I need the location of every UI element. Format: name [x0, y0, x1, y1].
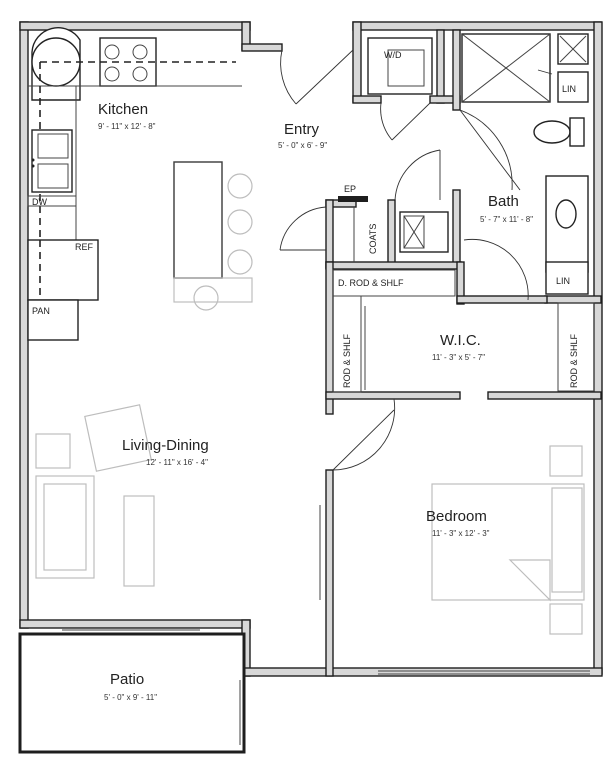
lin-bottom-label: LIN — [556, 276, 570, 286]
rod-shlf-left-label: ROD & SHLF — [342, 333, 352, 388]
living-dims: 12' - 11" x 16' - 4" — [146, 458, 208, 467]
exterior-walls — [19, 21, 603, 677]
wic-name: W.I.C. — [440, 332, 481, 349]
pan-label: PAN — [32, 306, 50, 316]
wic-shelving — [332, 269, 595, 393]
room-labels: Kitchen 9' - 11" x 12' - 8" Entry 5' - 0… — [98, 101, 533, 702]
bath-dims: 5' - 7" x 11' - 8" — [480, 215, 533, 224]
living-furniture — [35, 404, 155, 587]
wic-dims: 11' - 3" x 5' - 7" — [432, 353, 485, 362]
coats-label: COATS — [368, 224, 378, 254]
bedroom-name: Bedroom — [426, 508, 487, 525]
kitchen-dims: 9' - 11" x 12' - 8" — [98, 122, 156, 131]
bedroom-dims: 11' - 3" x 12' - 3" — [432, 529, 490, 538]
patio — [18, 629, 246, 754]
ep-label: EP — [344, 184, 356, 194]
d-rod-shlf-label: D. ROD & SHLF — [338, 278, 404, 288]
kitchen-area — [27, 27, 253, 341]
rod-shlf-right-label: ROD & SHLF — [569, 333, 579, 388]
interior-walls — [325, 29, 602, 677]
patio-dims: 5' - 0" x 9' - 11" — [104, 693, 157, 702]
entry-dims: 5' - 0" x 6' - 9" — [278, 141, 327, 150]
living-name: Living-Dining — [122, 437, 209, 454]
patio-name: Patio — [110, 671, 144, 688]
bath-name: Bath — [488, 193, 519, 210]
fixture-labels: W/D LIN LIN EP COATS DW REF PAN D. ROD &… — [32, 50, 579, 388]
wd-label: W/D — [384, 50, 402, 60]
kitchen-name: Kitchen — [98, 101, 148, 118]
bath-laundry-fixtures — [338, 33, 589, 295]
entry-name: Entry — [284, 121, 320, 138]
door-swings — [279, 49, 590, 675]
bedroom-furniture — [431, 445, 585, 635]
lin-top-label: LIN — [562, 84, 576, 94]
ref-label: REF — [75, 242, 94, 252]
dw-label: DW — [32, 197, 47, 207]
